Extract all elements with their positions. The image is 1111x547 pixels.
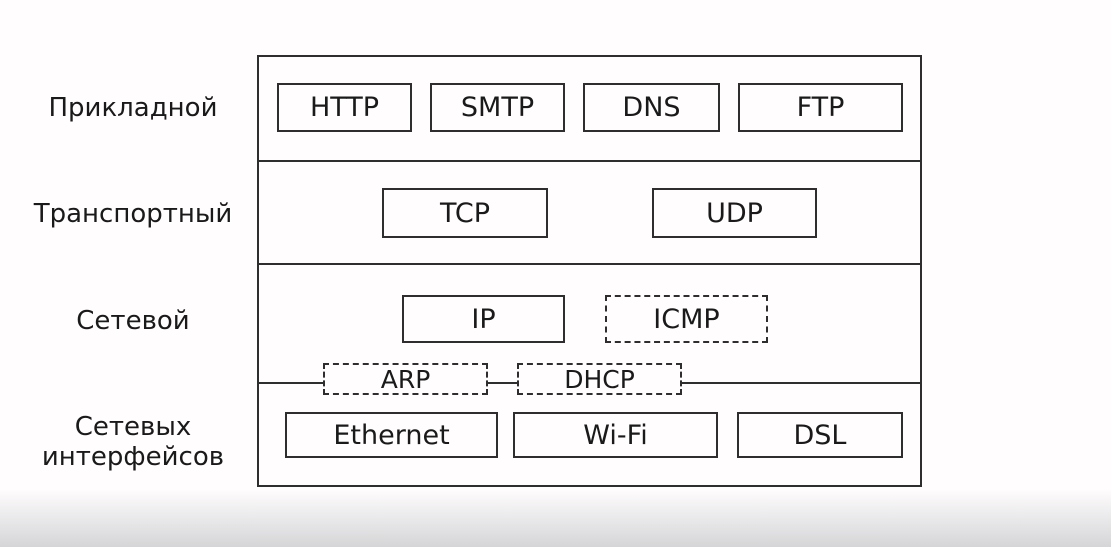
layer-label-transport: Транспортный [33,199,233,229]
stack-outer-box: HTTP SMTP DNS FTP TCP UDP IP ICMP ARP DH… [257,55,922,487]
video-bottom-fade [0,489,1111,547]
protocol-box-ethernet: Ethernet [285,412,498,458]
protocol-box-wifi: Wi-Fi [513,412,718,458]
protocol-box-tcp: TCP [382,188,548,238]
protocol-box-icmp: ICMP [605,295,768,343]
layer-label-link-line1: Сетевых [74,412,192,442]
protocol-box-dhcp: DHCP [517,363,682,395]
divider-application-transport [259,160,920,162]
divider-network-link-left-segment [259,382,325,384]
protocol-box-dsl: DSL [737,412,903,458]
protocol-box-arp: ARP [323,363,488,395]
layer-label-link: Сетевых интерфейсов [8,412,258,472]
protocol-box-udp: UDP [652,188,817,238]
divider-transport-network [259,263,920,265]
layer-label-application: Прикладной [48,93,218,123]
protocol-box-ip: IP [402,295,565,343]
protocol-box-http: HTTP [277,83,412,132]
protocol-box-smtp: SMTP [430,83,565,132]
divider-network-link-middle-segment [488,382,519,384]
divider-network-link-right-segment [682,382,920,384]
layer-label-network: Сетевой [76,306,190,336]
protocol-box-ftp: FTP [738,83,903,132]
protocol-box-dns: DNS [583,83,720,132]
layer-label-link-line2: интерфейсов [41,442,225,472]
